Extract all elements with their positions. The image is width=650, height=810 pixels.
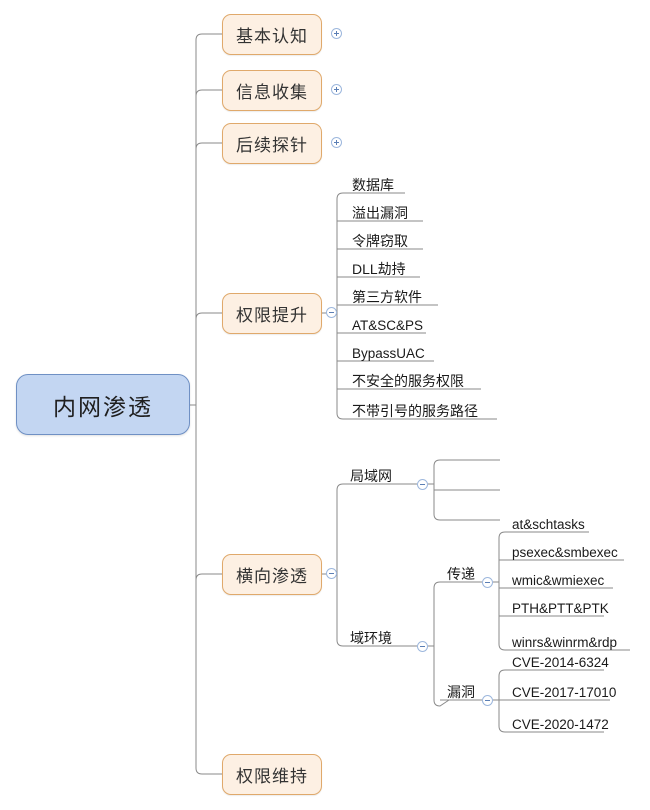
- collapse-icon-lan[interactable]: [417, 479, 428, 490]
- leaf-at-schtasks[interactable]: at&schtasks: [512, 517, 585, 532]
- leaf-bypass-uac[interactable]: BypassUAC: [352, 346, 425, 361]
- leaf-cve-2020-1472[interactable]: CVE-2020-1472: [512, 717, 609, 732]
- leaf-lan-empty-3[interactable]: [505, 506, 510, 509]
- leaf-insecure-service-permission[interactable]: 不安全的服务权限: [352, 373, 464, 389]
- group-label-lan[interactable]: 局域网: [350, 468, 392, 484]
- leaf-cve-2017-17010[interactable]: CVE-2017-17010: [512, 685, 617, 700]
- leaf-pth-ptt-ptk[interactable]: PTH&PTT&PTK: [512, 601, 609, 616]
- leaf-wmic-wmiexec[interactable]: wmic&wmiexec: [512, 573, 605, 588]
- collapse-icon-domain-environment[interactable]: [417, 641, 428, 652]
- leaf-overflow-vuln[interactable]: 溢出漏洞: [352, 205, 408, 221]
- leaf-unquoted-service-path[interactable]: 不带引号的服务路径: [352, 403, 478, 419]
- branch-node-basic-knowledge[interactable]: 基本认知: [222, 14, 322, 55]
- subgroup-label-pass-the-hash[interactable]: 传递: [447, 566, 475, 582]
- leaf-winrs-winrm-rdp[interactable]: winrs&winrm&rdp: [512, 635, 618, 650]
- leaf-at-sc-ps[interactable]: AT&SC&PS: [352, 318, 424, 333]
- leaf-psexec-smbexec[interactable]: psexec&smbexec: [512, 545, 618, 560]
- branch-node-lateral-movement[interactable]: 横向渗透: [222, 554, 322, 595]
- collapse-icon-pass-the-hash[interactable]: [482, 577, 493, 588]
- leaf-lan-empty-1[interactable]: [505, 446, 510, 449]
- leaf-dll-hijack[interactable]: DLL劫持: [352, 261, 406, 277]
- expand-icon-info-gathering[interactable]: [331, 84, 342, 95]
- group-label-domain-environment[interactable]: 域环境: [350, 630, 392, 646]
- collapse-icon-vulnerabilities[interactable]: [482, 695, 493, 706]
- branch-node-privilege-escalation[interactable]: 权限提升: [222, 293, 322, 334]
- expand-icon-followup-probe[interactable]: [331, 137, 342, 148]
- branch-node-info-gathering[interactable]: 信息收集: [222, 70, 322, 111]
- collapse-icon-privilege-escalation[interactable]: [326, 307, 337, 318]
- branch-node-persistence[interactable]: 权限维持: [222, 754, 322, 795]
- leaf-database[interactable]: 数据库: [352, 177, 394, 193]
- branch-node-followup-probe[interactable]: 后续探针: [222, 123, 322, 164]
- expand-icon-basic-knowledge[interactable]: [331, 28, 342, 39]
- leaf-lan-empty-2[interactable]: [505, 476, 510, 479]
- leaf-third-party-software[interactable]: 第三方软件: [352, 289, 422, 305]
- collapse-icon-lateral-movement[interactable]: [326, 568, 337, 579]
- leaf-cve-2014-6324[interactable]: CVE-2014-6324: [512, 655, 609, 670]
- leaf-token-theft[interactable]: 令牌窃取: [352, 233, 408, 249]
- subgroup-label-vulnerabilities[interactable]: 漏洞: [447, 684, 475, 700]
- root-node[interactable]: 内网渗透: [16, 374, 190, 435]
